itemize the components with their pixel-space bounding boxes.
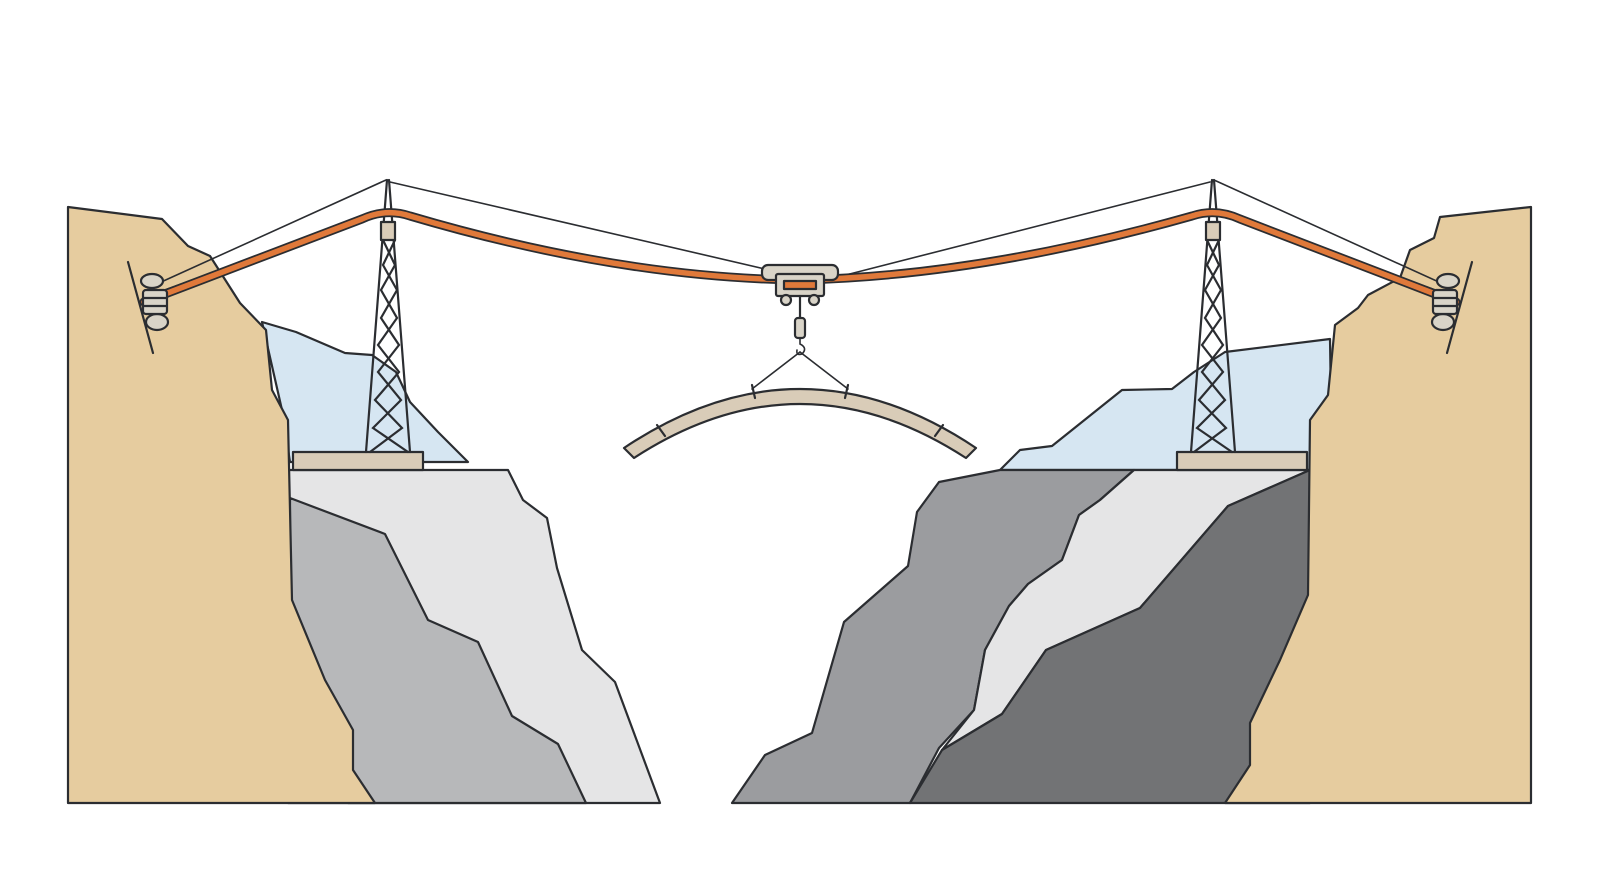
left-tower-saddle <box>379 220 397 242</box>
right-anchor-bolt-icon <box>1430 260 1474 355</box>
right-tower-foundation <box>1175 450 1309 472</box>
right-backstay-upper <box>1213 179 1453 289</box>
trolley-cable-slot <box>782 279 818 291</box>
left-tower-bracing <box>368 238 404 454</box>
left-tower-foundation <box>291 450 425 472</box>
right-sandstone-cliff <box>1223 205 1533 805</box>
right-tower-bracing <box>1192 238 1228 454</box>
lifting-slings <box>751 351 849 390</box>
right-tower-bracing-b <box>1195 238 1234 454</box>
left-tower-bracing-b <box>371 238 410 454</box>
right-rock-darkest-face <box>908 468 1312 805</box>
precast-arch-segment <box>622 383 978 460</box>
left-lattice-tower <box>364 178 412 454</box>
right-span-wire <box>833 181 1211 279</box>
right-tower-saddle <box>1204 220 1222 242</box>
left-sandstone-cliff <box>66 205 377 805</box>
right-lattice-tower <box>1189 178 1237 454</box>
left-backstay-upper <box>147 179 387 289</box>
left-anchor-bolt-icon <box>126 260 170 355</box>
left-span-wire <box>389 181 779 273</box>
